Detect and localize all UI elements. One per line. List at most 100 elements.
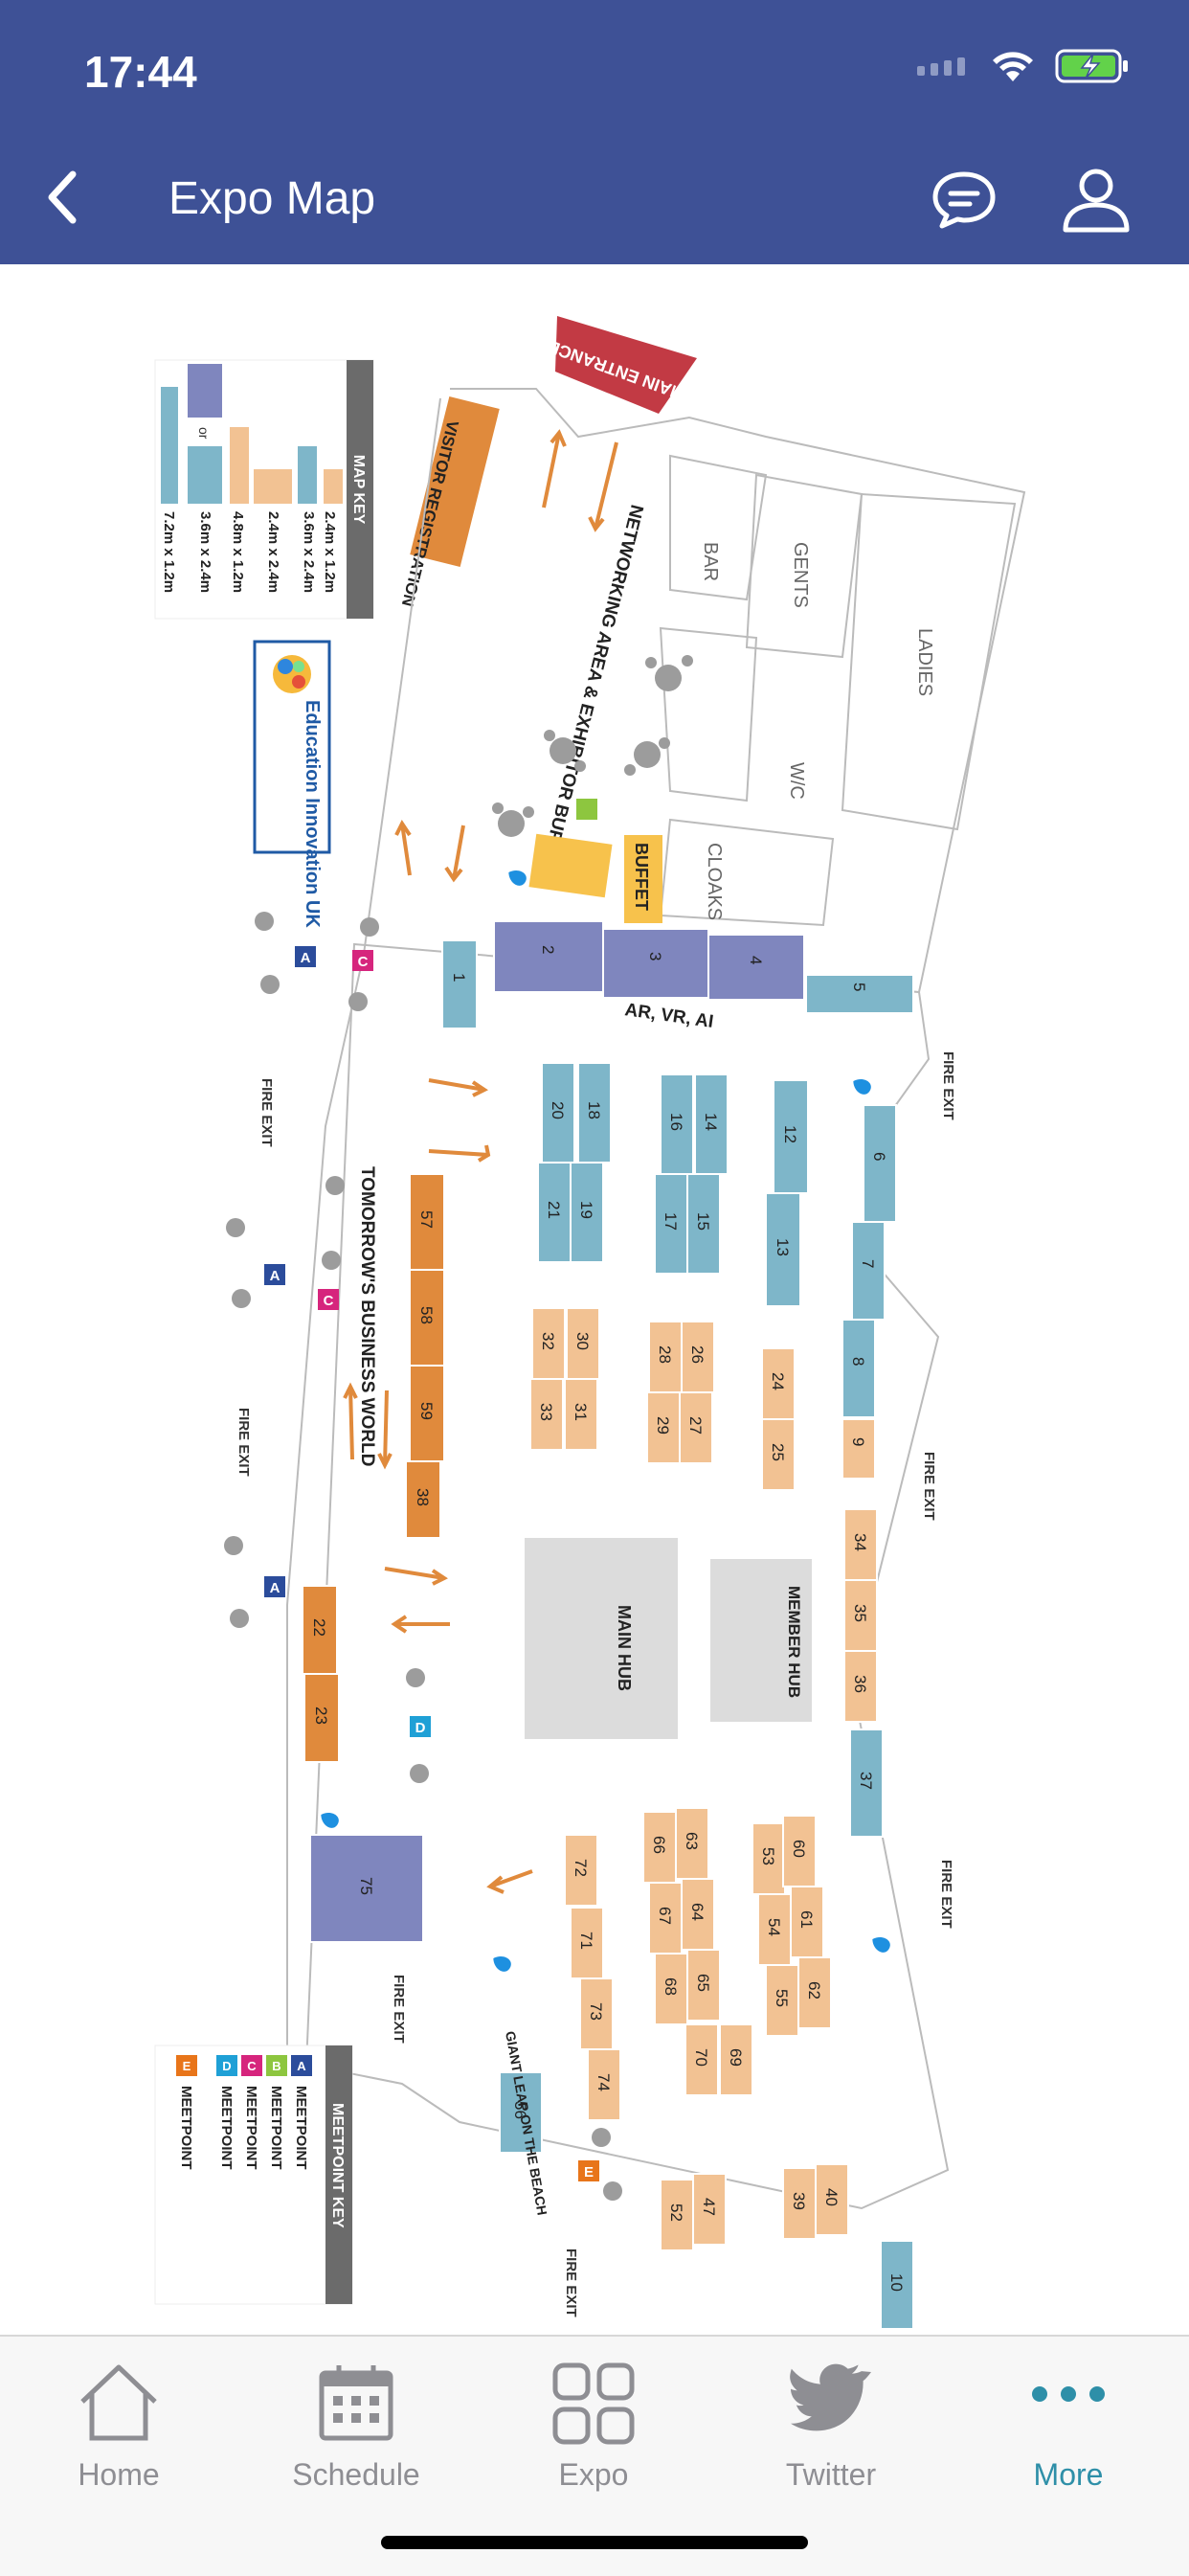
back-chevron-icon[interactable] bbox=[34, 167, 96, 228]
booth-32[interactable] bbox=[531, 1307, 566, 1380]
booth-61[interactable] bbox=[790, 1886, 824, 1958]
booth-4[interactable] bbox=[707, 934, 805, 1001]
booth-47-label: 47 bbox=[700, 2198, 718, 2216]
booth-21[interactable] bbox=[537, 1162, 572, 1263]
tab-expo[interactable]: Expo bbox=[475, 2352, 712, 2496]
meetpoint-key-letter-d: D bbox=[222, 2059, 231, 2073]
booth-68[interactable] bbox=[654, 1953, 688, 2025]
expo-map[interactable]: MAP KEY or 2.4m x 1.2m 3.6m x 2.4m 2.4m … bbox=[0, 264, 1189, 2422]
tab-more[interactable]: More bbox=[950, 2352, 1187, 2496]
booth-59[interactable] bbox=[409, 1365, 445, 1462]
booth-47[interactable] bbox=[692, 2173, 727, 2246]
ar-vr-ai-label: AR, VR, AI bbox=[623, 1000, 714, 1032]
booth-31[interactable] bbox=[564, 1378, 598, 1451]
booth-38[interactable] bbox=[405, 1460, 441, 1539]
booth-70[interactable] bbox=[684, 2023, 719, 2096]
booth-52[interactable] bbox=[660, 2179, 694, 2251]
booth-55[interactable] bbox=[765, 1964, 799, 2037]
booth-19[interactable] bbox=[570, 1162, 604, 1263]
booth-7[interactable] bbox=[851, 1221, 886, 1321]
booth-56[interactable] bbox=[499, 2071, 543, 2154]
booth-22[interactable] bbox=[302, 1585, 338, 1675]
logo-text: Education Innovation UK bbox=[302, 700, 323, 928]
booth-57-label: 57 bbox=[417, 1210, 436, 1229]
booth-64-label: 64 bbox=[688, 1903, 707, 1921]
booth-3-label: 3 bbox=[646, 952, 664, 960]
booth-2[interactable] bbox=[493, 920, 604, 993]
user-profile-icon[interactable] bbox=[1061, 167, 1132, 234]
booth-57[interactable] bbox=[409, 1173, 445, 1271]
booth-25[interactable] bbox=[761, 1418, 796, 1491]
map-key-size-4: 4.8m x 1.2m bbox=[230, 511, 246, 593]
booth-58[interactable] bbox=[409, 1269, 445, 1367]
booth-72[interactable] bbox=[564, 1834, 598, 1907]
floor-plan[interactable]: MAP KEY or 2.4m x 1.2m 3.6m x 2.4m 2.4m … bbox=[0, 264, 1189, 2422]
booth-38-label: 38 bbox=[414, 1488, 432, 1506]
chat-bubble-icon[interactable] bbox=[931, 169, 998, 230]
booth-26-label: 26 bbox=[688, 1345, 707, 1364]
booth-35[interactable] bbox=[843, 1579, 878, 1652]
fire-exit-label: FIRE EXIT bbox=[940, 1051, 956, 1120]
booth-13[interactable] bbox=[765, 1192, 801, 1307]
booth-32-label: 32 bbox=[539, 1332, 557, 1350]
meetpoint-b-marker bbox=[576, 799, 597, 820]
booth-52-label: 52 bbox=[667, 2203, 685, 2222]
booth-36-label: 36 bbox=[851, 1675, 869, 1693]
booth-53-label: 53 bbox=[759, 1847, 777, 1865]
booth-9-label: 9 bbox=[849, 1437, 867, 1446]
member-hub-label: MEMBER HUB bbox=[785, 1586, 803, 1698]
booth-36[interactable] bbox=[843, 1650, 878, 1723]
booth-33[interactable] bbox=[529, 1378, 564, 1451]
booth-17-label: 17 bbox=[662, 1212, 680, 1231]
booth-10[interactable] bbox=[880, 2240, 914, 2330]
fire-exit-label: FIRE EXIT bbox=[391, 1975, 407, 2044]
tab-home[interactable]: Home bbox=[0, 2352, 237, 2496]
booth-14[interactable] bbox=[694, 1073, 729, 1175]
booth-15[interactable] bbox=[686, 1173, 721, 1275]
booth-34[interactable] bbox=[843, 1508, 878, 1581]
booth-3[interactable] bbox=[602, 928, 709, 999]
booth-24[interactable] bbox=[761, 1347, 796, 1420]
booth-31-label: 31 bbox=[572, 1403, 590, 1421]
booth-4-label: 4 bbox=[747, 956, 765, 964]
meetpoint-key-label-b: MEETPOINT bbox=[268, 2086, 284, 2170]
booth-75[interactable] bbox=[309, 1834, 424, 1943]
booth-28-label: 28 bbox=[656, 1345, 674, 1364]
booth-74[interactable] bbox=[587, 2048, 621, 2121]
tab-home-label: Home bbox=[78, 2457, 160, 2492]
networking-label: NETWORKING AREA & EXHIBITOR BUFFET bbox=[535, 503, 647, 877]
booth-5[interactable] bbox=[805, 974, 914, 1014]
booth-37[interactable] bbox=[849, 1729, 884, 1838]
booth-23[interactable] bbox=[303, 1673, 340, 1763]
svg-text:C: C bbox=[324, 1293, 334, 1309]
booth-20-label: 20 bbox=[549, 1101, 567, 1119]
booth-9[interactable] bbox=[841, 1418, 876, 1480]
booth-54[interactable] bbox=[757, 1893, 792, 1966]
booth-20[interactable] bbox=[541, 1062, 575, 1164]
booth-6[interactable] bbox=[863, 1104, 897, 1223]
booth-1[interactable] bbox=[441, 939, 478, 1029]
booth-39[interactable] bbox=[782, 2167, 817, 2240]
booth-22-label: 22 bbox=[310, 1618, 328, 1637]
map-key-or: or bbox=[196, 427, 212, 440]
status-bar: 17:44 bbox=[0, 0, 1189, 134]
booth-69[interactable] bbox=[719, 2023, 753, 2096]
booth-8[interactable] bbox=[841, 1319, 876, 1418]
booth-62[interactable] bbox=[797, 1956, 832, 2029]
svg-text:D: D bbox=[415, 1720, 426, 1736]
booth-27[interactable] bbox=[679, 1391, 713, 1464]
booth-67[interactable] bbox=[648, 1882, 683, 1955]
meetpoint-key-label-c: MEETPOINT bbox=[243, 2086, 259, 2170]
twitter-icon bbox=[790, 2363, 871, 2431]
tomorrows-business-world-label: TOMORROW'S BUSINESS WORLD bbox=[357, 1166, 377, 1466]
booth-29[interactable] bbox=[646, 1391, 681, 1464]
tab-schedule[interactable]: Schedule bbox=[237, 2352, 475, 2496]
more-icon bbox=[1032, 2386, 1105, 2402]
booth-17[interactable] bbox=[654, 1173, 688, 1275]
booth-12[interactable] bbox=[773, 1079, 809, 1194]
booth-28[interactable] bbox=[648, 1321, 683, 1393]
booth-23-label: 23 bbox=[312, 1706, 330, 1725]
buffet-label: BUFFET bbox=[632, 843, 651, 911]
tab-twitter[interactable]: Twitter bbox=[712, 2352, 950, 2496]
booth-40[interactable] bbox=[815, 2163, 849, 2236]
